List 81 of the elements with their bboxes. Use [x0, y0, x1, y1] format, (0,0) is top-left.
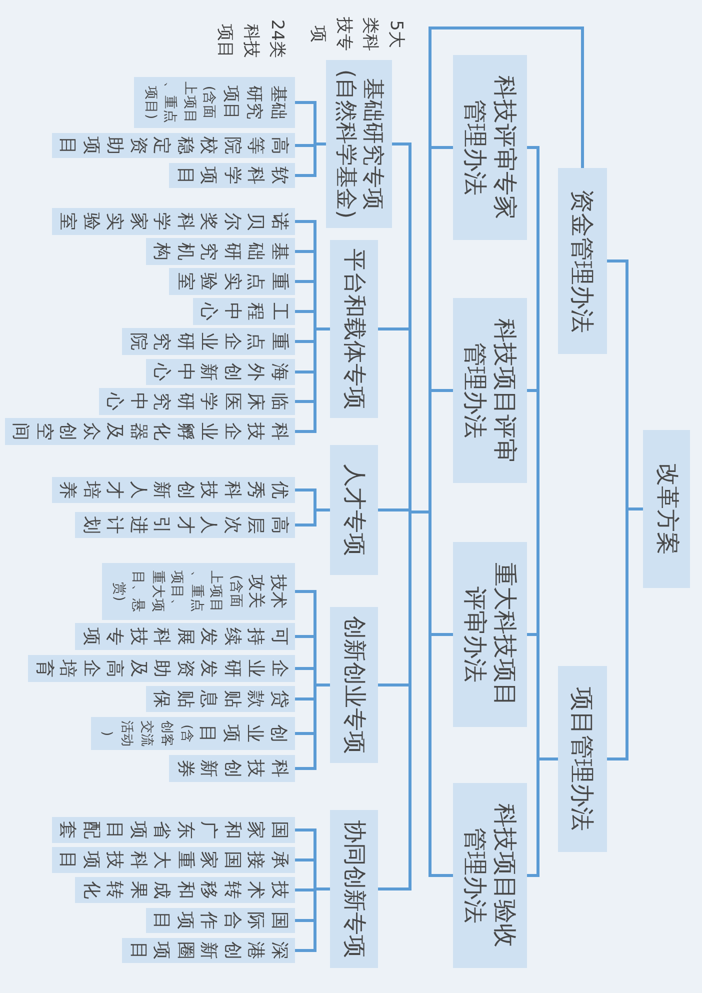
box-text: 科技项目评审管理办法 — [460, 318, 520, 464]
box-text: 科技企业孵化器及众创空间 — [10, 422, 291, 440]
box-text: 国家和广东省项目配套 — [56, 821, 291, 839]
box-text: 科技评审专家管理办法 — [460, 74, 520, 222]
connector-line — [378, 26, 584, 890]
item-box — [146, 238, 295, 265]
box-text: 贷款贴息贴保 — [150, 690, 291, 708]
item-box — [52, 477, 295, 503]
box-text: 工程中心 — [198, 302, 291, 320]
item-box — [5, 418, 295, 445]
box-text: 诺贝尔奖科学家实验室 — [56, 212, 291, 230]
item-box — [76, 623, 295, 650]
box-text: 平台和载体专项 — [340, 248, 368, 410]
item-box — [170, 268, 295, 295]
root-box — [643, 430, 690, 588]
box-text: 技术转移和成果转化 — [80, 881, 291, 899]
item-box — [146, 359, 295, 385]
box-text: (含创客交流活动) — [98, 720, 195, 746]
box-text: 资金管理办法 — [568, 189, 598, 333]
box-text: (含面上项目、重点项目) — [142, 80, 218, 124]
item-box — [193, 298, 295, 325]
item-box — [76, 877, 295, 903]
box-text: 基础研究机构 — [150, 242, 291, 260]
box-text: 科技创新券 — [174, 760, 291, 778]
item-box — [122, 328, 295, 355]
box-text: 可持续发展科技专项 — [80, 628, 291, 646]
box-text: 基础研究专项(自然科学基金) — [332, 68, 386, 221]
box-text: 创业项目 — [196, 724, 290, 742]
connector-line — [607, 508, 643, 760]
box-text: 优秀科技创新人才培养 — [56, 481, 291, 499]
box-text: 项目管理办法 — [568, 687, 598, 831]
box-text: 重点企业研究院 — [127, 332, 291, 350]
item-box — [134, 77, 295, 128]
chart-box — [330, 607, 378, 763]
box-text: 重点实验室 — [174, 272, 291, 290]
box-text: 科技项目验收管理办法 — [460, 802, 520, 950]
chart-box — [330, 445, 378, 575]
box-text: 改革方案 — [652, 463, 681, 555]
item-box — [52, 133, 295, 158]
box-text: 深港创新圈项目 — [127, 942, 291, 960]
box-text: 人才专项 — [340, 464, 368, 556]
connector-line — [295, 508, 330, 526]
item-box — [122, 938, 295, 963]
chart-box — [558, 666, 607, 852]
box-text: 基础研究项目 — [220, 86, 289, 120]
item-box — [102, 563, 295, 620]
item-box — [146, 908, 295, 933]
box-text: 临床医学研究中心 — [104, 392, 291, 410]
chart-box — [453, 55, 527, 240]
item-box — [52, 847, 295, 873]
box-text: 海外创新中心 — [150, 363, 291, 381]
chart-box — [326, 60, 392, 228]
box-text: 协同创新专项 — [340, 820, 368, 958]
item-box — [99, 388, 295, 415]
connector-line — [527, 758, 558, 877]
box-text: 承接国家重大科技项目 — [56, 851, 291, 869]
item-box — [76, 512, 295, 538]
box-text: 创新创业专项 — [340, 616, 368, 754]
box-text: 重大科技项目评审办法 — [460, 562, 520, 708]
box-text: (含面上项目、重点项目、重大项目、悬赏) — [110, 570, 245, 614]
chart-box — [453, 783, 527, 968]
chart-box — [453, 298, 527, 483]
item-box — [170, 163, 295, 188]
item-box — [91, 717, 295, 750]
chart-box — [330, 810, 378, 968]
box-text: 国际合作项目 — [150, 912, 291, 930]
chart-box — [330, 240, 378, 418]
item-box — [28, 655, 295, 682]
item-box — [146, 686, 295, 712]
chart-box — [453, 542, 527, 727]
column-heading: 5大类科技专项 — [307, 16, 407, 52]
item-box — [52, 817, 295, 843]
chart-box — [558, 168, 607, 354]
box-text: 高层次人才引进计划 — [80, 516, 291, 534]
box-text: 高等院校稳定资助项目 — [56, 136, 291, 154]
box-text: 技术攻关 — [245, 574, 289, 608]
box-text: 软科学项目 — [174, 166, 291, 184]
item-box — [170, 755, 295, 782]
item-box — [52, 208, 295, 235]
box-text: 企业研发资助及高企培育 — [33, 660, 291, 678]
column-heading: 24类科技项目 — [214, 18, 288, 58]
